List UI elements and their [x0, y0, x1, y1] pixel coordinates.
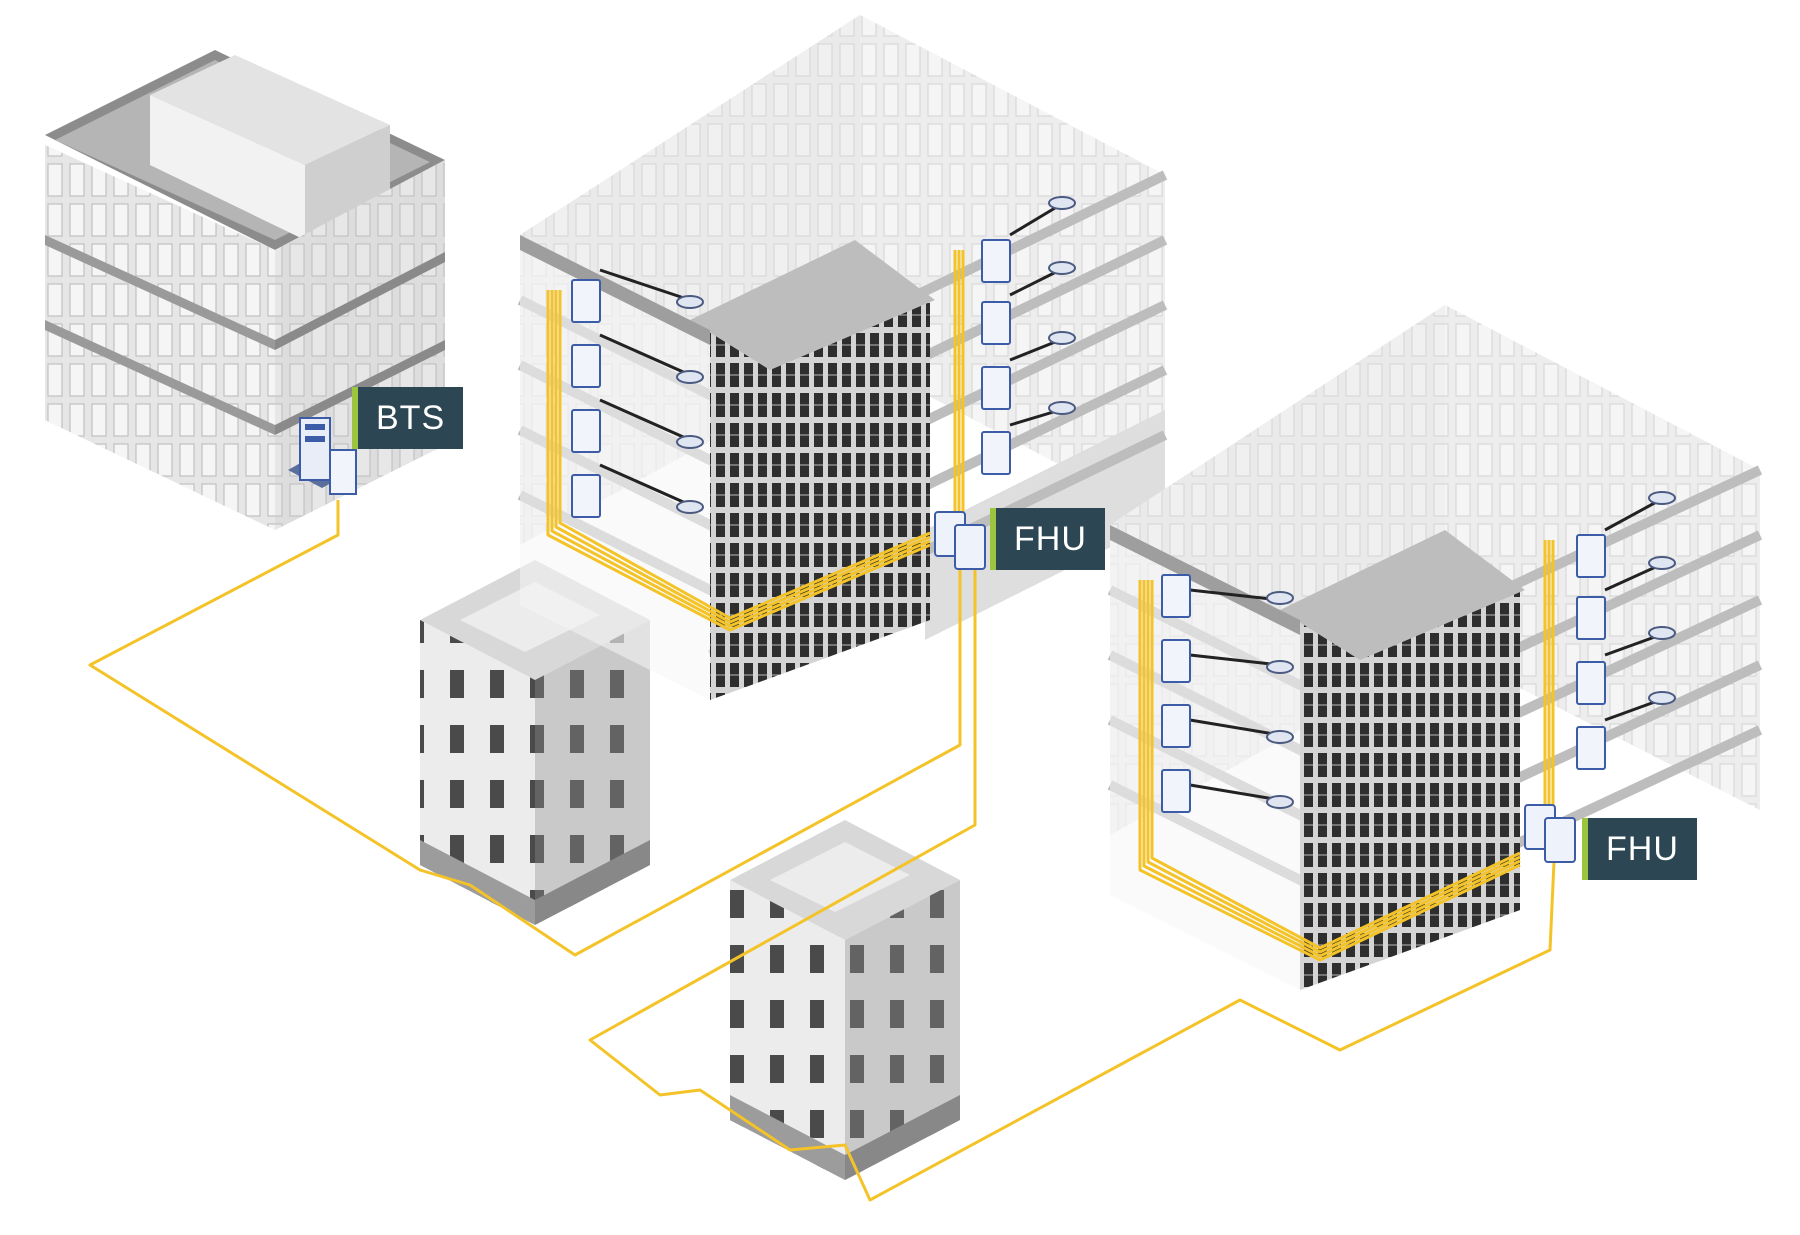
ceiling-antenna-icon: [1048, 331, 1076, 345]
remote-unit-icon: [1576, 596, 1606, 640]
fhu-label-center: FHU: [990, 508, 1105, 570]
ceiling-antenna-icon: [1266, 660, 1294, 674]
remote-unit-icon: [981, 239, 1011, 283]
ceiling-antenna-icon: [676, 435, 704, 449]
ceiling-antenna-icon: [1266, 730, 1294, 744]
remote-unit-icon: [981, 366, 1011, 410]
bts-label: BTS: [352, 387, 464, 449]
remote-unit-icon: [1576, 534, 1606, 578]
remote-unit-icon: [571, 344, 601, 388]
bts-office-building: [45, 50, 445, 530]
ceiling-antenna-icon: [676, 295, 704, 309]
remote-unit-icon: [1161, 639, 1191, 683]
remote-unit-icon: [981, 431, 1011, 475]
ceiling-antenna-icon: [1648, 626, 1676, 640]
ceiling-antennas: [676, 196, 1676, 809]
ceiling-antenna-icon: [676, 370, 704, 384]
remote-unit-icon: [1576, 726, 1606, 770]
cutaway-building-center: [517, 15, 1168, 700]
fhu-label-right: FHU: [1582, 818, 1697, 880]
remote-unit-icon: [1161, 769, 1191, 813]
ceiling-antenna-icon: [1266, 795, 1294, 809]
remote-unit-icon: [981, 301, 1011, 345]
ceiling-antenna-icon: [1648, 691, 1676, 705]
ceiling-antenna-icon: [1648, 556, 1676, 570]
base-station-cabinet-icon: [288, 417, 357, 495]
antenna-cables: [599, 203, 1661, 802]
fiber-hub-unit-icon: [934, 511, 986, 570]
ceiling-antenna-icon: [1648, 491, 1676, 505]
ceiling-antenna-icon: [1266, 591, 1294, 605]
remote-unit-icon: [1576, 661, 1606, 705]
fiber-cables: [88, 250, 1557, 1202]
remote-unit-icon: [571, 409, 601, 453]
fiber-hub-unit-icon: [1524, 804, 1576, 863]
ceiling-antenna-icon: [1048, 401, 1076, 415]
remote-unit-icon: [1161, 574, 1191, 618]
remote-unit-icon: [571, 474, 601, 518]
ceiling-antenna-icon: [1048, 196, 1076, 210]
remote-unit-icon: [571, 279, 601, 323]
remote-unit-icon: [1161, 704, 1191, 748]
residential-building-2: [730, 820, 960, 1180]
ceiling-antenna-icon: [1048, 261, 1076, 275]
remote-units: [571, 239, 1606, 813]
ceiling-antenna-icon: [676, 500, 704, 514]
